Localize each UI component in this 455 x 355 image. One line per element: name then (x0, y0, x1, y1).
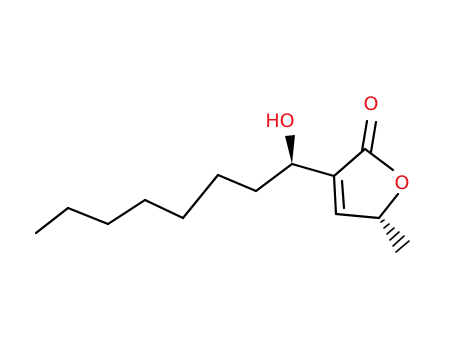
chain-bond-4 (143, 198, 185, 220)
ring-bonds (290, 119, 400, 220)
chain-bond-6 (216, 173, 258, 193)
bond-c2-to-carbonyl-a (360, 119, 369, 153)
chain-bond-7 (254, 162, 294, 193)
bond-c4-to-c3-outer (332, 174, 338, 216)
bond-c5-to-c4 (334, 212, 381, 220)
hash-bond-methyl (380, 219, 410, 253)
wedge-bond-hydroxyl (285, 135, 295, 164)
carbonyl-oxygen-label: O (364, 93, 379, 115)
hydroxyl-label: HO (265, 110, 294, 132)
chain-bond-3 (106, 198, 147, 226)
chain-bond-2 (66, 206, 110, 226)
bond-c4-to-c3-inner (340, 179, 346, 210)
bond-c2-to-ring-o (363, 147, 395, 172)
chain-bond-5 (181, 173, 220, 220)
bond-c3-to-c2 (332, 147, 367, 178)
bond-c2-to-carbonyl-b (369, 120, 378, 154)
ring-oxygen-label: O (395, 172, 410, 194)
bond-carbinol-to-c3 (290, 162, 336, 178)
bond-ring-o-to-c5 (377, 192, 400, 220)
octyl-chain (34, 162, 294, 235)
chain-bond-1 (34, 206, 70, 235)
